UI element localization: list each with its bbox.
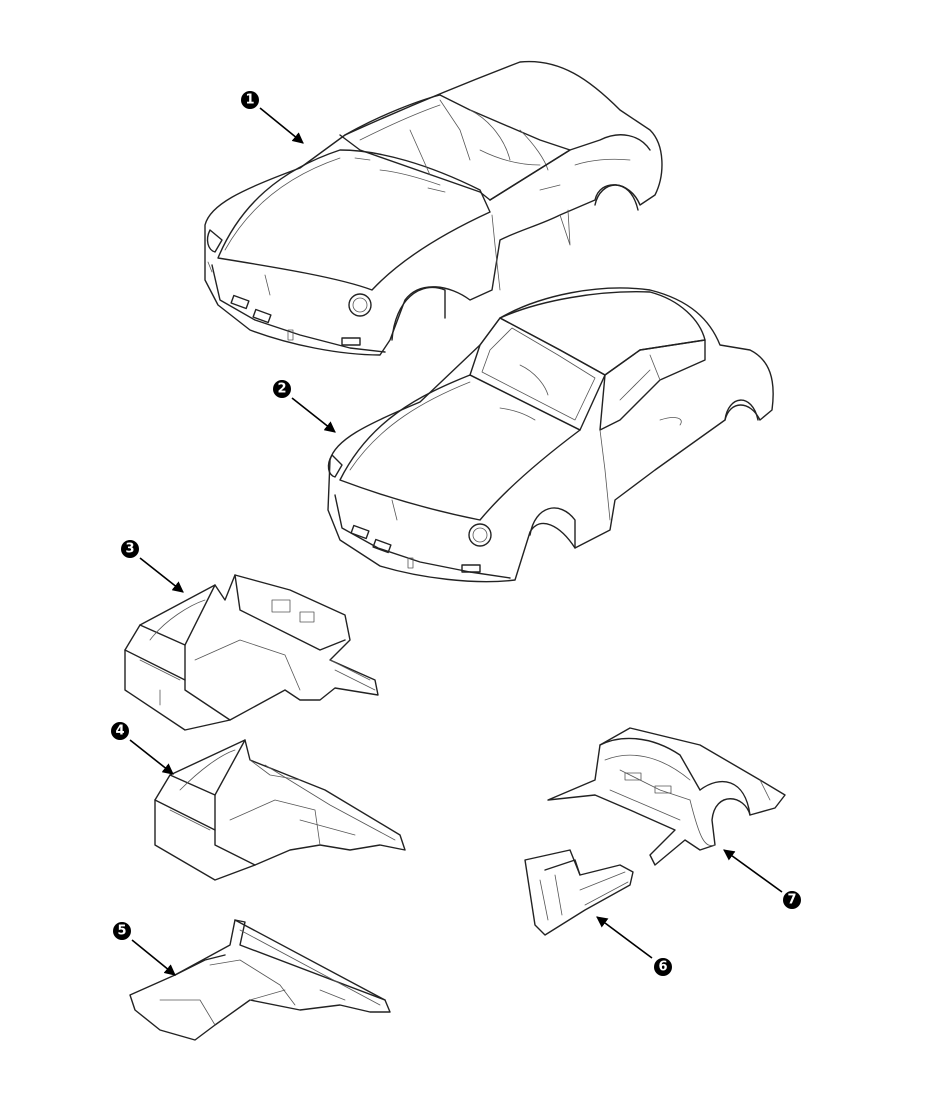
gt-body-shell: [327, 287, 774, 583]
arrow-6: [596, 916, 653, 959]
arrow-3: [139, 557, 184, 593]
arrow-4: [129, 739, 174, 775]
front-chassis-frame: [129, 919, 391, 1041]
rear-floor-and-wheel-arch: [547, 727, 786, 866]
callout-4: 4: [111, 722, 129, 740]
callout-number: 3: [125, 542, 134, 557]
callout-5: 5: [113, 922, 131, 940]
arrow-7: [723, 849, 783, 893]
sill-and-door-post: [524, 849, 634, 936]
front-end-with-bulkhead: [124, 574, 379, 731]
callout-number: 4: [115, 724, 124, 739]
callout-3: 3: [121, 540, 139, 558]
callout-number: 1: [245, 93, 254, 108]
arrow-5: [131, 939, 176, 976]
arrow-1: [259, 107, 304, 144]
front-end-assembly: [154, 739, 406, 881]
callout-1: 1: [241, 91, 259, 109]
callout-number: 6: [658, 960, 667, 975]
callout-6: 6: [654, 958, 672, 976]
callout-number: 5: [117, 924, 126, 939]
callout-number: 7: [787, 893, 796, 908]
roadster-body-shell: [204, 60, 663, 356]
arrow-2: [291, 397, 336, 433]
callout-7: 7: [783, 891, 801, 909]
callout-arrows: [129, 107, 783, 976]
callout-2: 2: [273, 380, 291, 398]
callout-number: 2: [277, 382, 286, 397]
